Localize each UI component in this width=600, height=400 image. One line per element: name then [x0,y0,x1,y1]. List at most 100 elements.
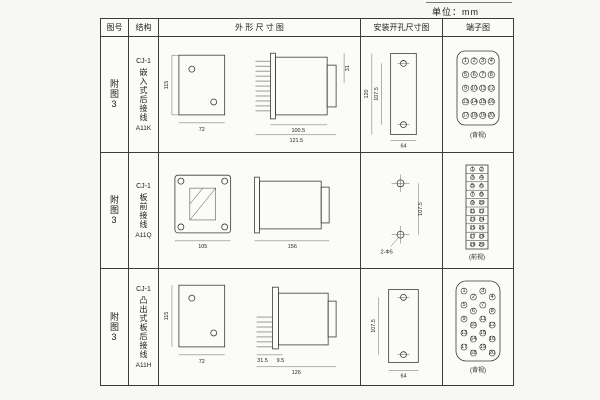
install-cell-a11k: 107.5 120 64 [361,37,443,153]
install-cell-a11q: 107.5 2-Φ5 [361,153,443,269]
svg-text:16: 16 [488,98,494,104]
svg-text:12: 12 [488,85,494,91]
install-cell-a11h: 107.5 64 [361,269,443,385]
svg-text:9: 9 [464,85,467,91]
relay-side-view: 156 [254,176,330,249]
dim-label-width: 72 [199,126,205,132]
svg-text:17: 17 [469,233,475,239]
svg-text:16: 16 [478,225,484,231]
svg-text:4: 4 [480,174,483,180]
dim-label-height: 115 [164,80,170,89]
svg-text:18: 18 [471,112,477,118]
svg-text:6: 6 [472,308,475,314]
svg-text:14: 14 [470,336,476,342]
svg-text:15: 15 [480,330,486,336]
svg-text:15: 15 [480,98,486,104]
svg-text:7: 7 [481,302,484,308]
outline-cell-a11q: 105 156 [159,153,361,269]
dim-label-overall: 126 [292,370,301,376]
dim-label-holes-h: 64 [400,143,406,149]
svg-text:10: 10 [478,199,484,205]
model-label: CJ-1 [136,57,151,65]
dim-label-holes-v: 107.5 [418,202,424,216]
svg-text:11: 11 [480,316,486,322]
svg-text:15: 15 [469,225,475,231]
relay-front-view: 105 [174,174,232,249]
panel-cutout-front-view: 115 72 [164,54,226,132]
svg-text:5: 5 [462,302,465,308]
hole-spec-label: 2-Φ5 [381,249,393,255]
svg-text:2: 2 [472,294,475,300]
fig-label: 附图3 [109,79,119,110]
structure-a11h: CJ-1 凸出式板后接线 A11H [129,269,159,385]
install-hole-drawing: 107.5 2-Φ5 [381,173,424,255]
svg-text:12: 12 [478,208,484,214]
dim-label-holes-v: 107.5 [371,319,377,333]
dim-label-overall-v: 120 [364,89,370,98]
svg-text:4: 4 [491,294,494,300]
outline-drawing-a11q: 105 156 [174,174,330,249]
svg-text:20: 20 [478,241,484,247]
svg-text:3: 3 [481,58,484,64]
outline-drawing-a11k: 115 72 [164,52,351,143]
svg-text:16: 16 [489,336,495,342]
outline-cell-a11h: 115 72 31.5 [159,269,361,385]
structure-a11q: CJ-1 板前接线 A11Q [129,153,159,269]
svg-text:2: 2 [473,58,476,64]
svg-text:11: 11 [480,85,486,91]
header-structure: 结构 [129,19,159,37]
fig-number-a11k: 附图3 [101,37,129,153]
dim-label-pin: 31.5 [257,358,268,364]
install-hole-drawing: 107.5 120 64 [364,52,417,149]
svg-text:9: 9 [462,316,465,322]
svg-text:9: 9 [471,199,474,205]
install-hole-drawing: 107.5 64 [371,289,419,379]
dim-label-depth: 156 [288,243,297,249]
terminal-caption: (背视) [470,366,486,374]
terminal-caption: (背视) [470,131,486,139]
top-rule [426,2,512,3]
fig-label: 附图3 [109,311,119,343]
model-code: A11H [135,361,152,369]
svg-text:20: 20 [489,350,495,356]
structure-label: 嵌入式后接线 [139,67,148,122]
outline-drawing-a11h: 115 72 31.5 [164,284,337,376]
svg-text:6: 6 [480,183,483,189]
dim-label-overall: 121.5 [289,137,303,143]
panel-cutout-front-view: 115 72 [164,284,226,365]
relay-side-view: 31.5 9.5 126 [256,286,337,376]
svg-text:4: 4 [490,58,493,64]
svg-text:3: 3 [481,288,484,294]
svg-text:17: 17 [461,344,467,350]
svg-text:7: 7 [471,191,474,197]
outline-cell-a11k: 115 72 [159,37,361,153]
svg-text:20: 20 [488,112,494,118]
dim-label-width: 72 [199,359,205,365]
svg-text:10: 10 [470,322,476,328]
svg-text:3: 3 [471,174,474,180]
dim-label-holes-v: 107.5 [374,87,380,101]
header-outline: 外 形 尺 寸 图 [159,19,361,37]
fig-label: 附图3 [109,195,119,226]
model-label: CJ-1 [136,285,151,293]
svg-text:13: 13 [469,216,475,222]
svg-text:13: 13 [462,98,468,104]
model-label: CJ-1 [136,182,151,190]
svg-text:19: 19 [480,344,486,350]
svg-text:8: 8 [491,308,494,314]
svg-text:8: 8 [480,191,483,197]
svg-text:14: 14 [471,98,477,104]
model-code: A11Q [135,231,152,239]
svg-text:1: 1 [464,58,467,64]
svg-text:11: 11 [470,208,476,214]
svg-text:1: 1 [462,288,465,294]
header-install: 安装开孔尺寸图 [361,19,443,37]
unit-label: 单位：mm [432,7,479,17]
terminal-caption: (前视) [469,253,485,261]
install-drawing-a11q: 107.5 2-Φ5 [381,173,424,255]
